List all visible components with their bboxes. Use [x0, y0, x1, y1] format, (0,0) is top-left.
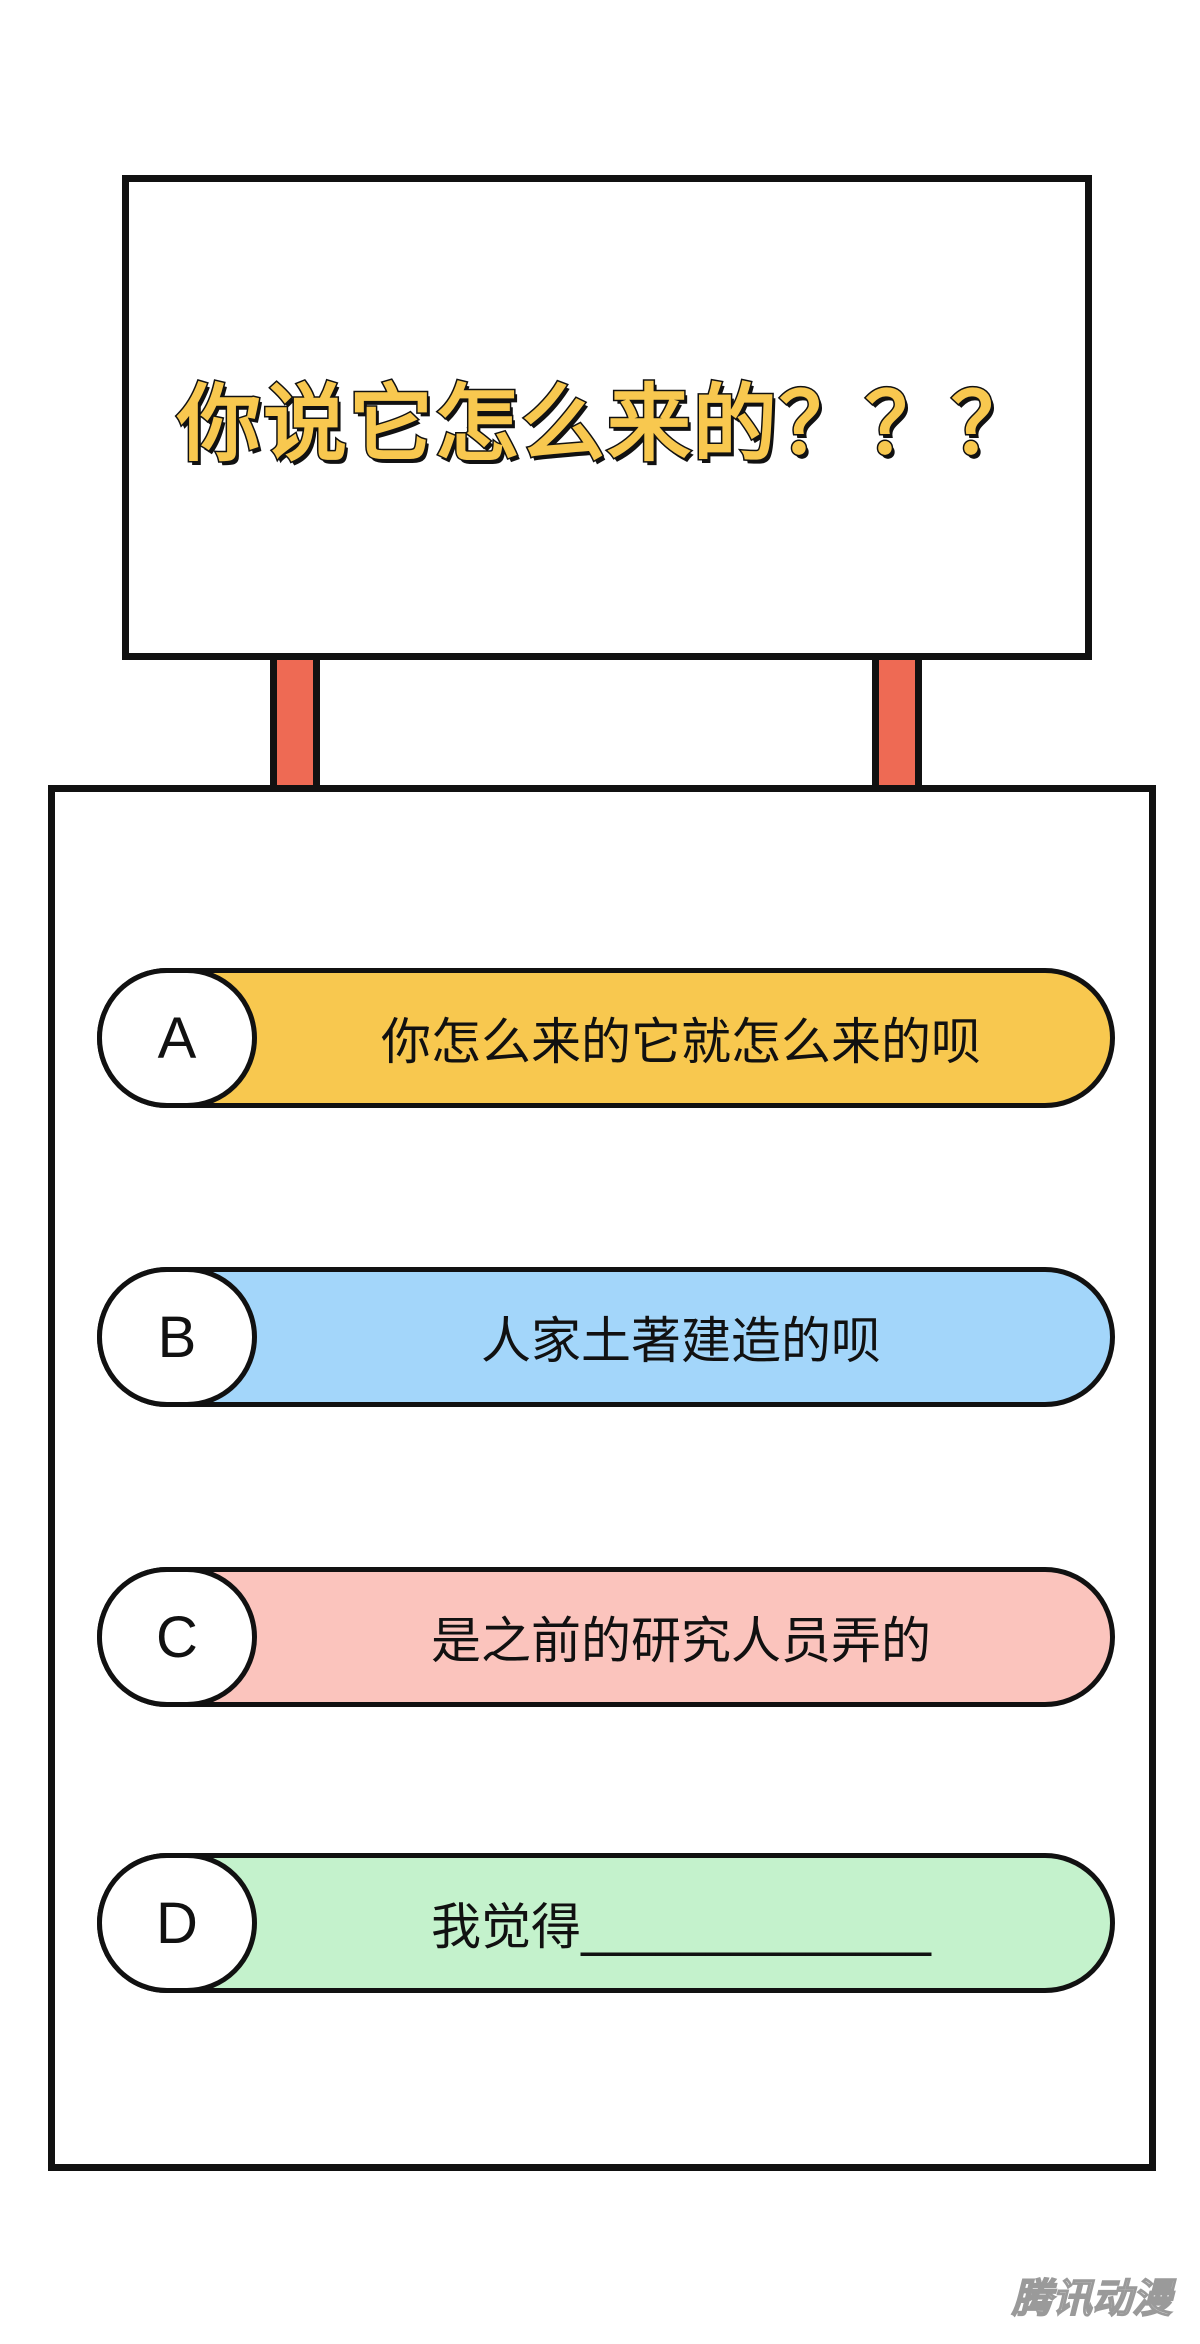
sign-post-left	[270, 660, 320, 788]
option-a[interactable]: 你怎么来的它就怎么来的呗 A	[97, 968, 1115, 1108]
option-a-badge[interactable]: A	[97, 968, 257, 1108]
option-d[interactable]: 我觉得______________ D	[97, 1853, 1115, 1993]
watermark-logo: 腾讯动漫	[1011, 2275, 1173, 2323]
option-c-letter: C	[156, 1604, 198, 1670]
option-b-bar[interactable]: 人家土著建造的呗	[97, 1267, 1115, 1407]
option-b-letter: B	[157, 1304, 197, 1370]
option-b-text: 人家土著建造的呗	[481, 1312, 881, 1370]
option-c-text: 是之前的研究人员弄的	[431, 1612, 931, 1670]
option-d-letter: D	[156, 1890, 198, 1956]
question-sign: 你说它怎么来的？？？	[122, 175, 1092, 660]
option-c-badge[interactable]: C	[97, 1567, 257, 1707]
sign-post-right	[872, 660, 922, 788]
option-d-text: 我觉得______________	[431, 1898, 931, 1956]
option-d-bar[interactable]: 我觉得______________	[97, 1853, 1115, 1993]
option-a-letter: A	[157, 1005, 197, 1071]
option-c[interactable]: 是之前的研究人员弄的 C	[97, 1567, 1115, 1707]
option-a-text: 你怎么来的它就怎么来的呗	[381, 1013, 981, 1071]
option-a-bar[interactable]: 你怎么来的它就怎么来的呗	[97, 968, 1115, 1108]
option-b[interactable]: 人家土著建造的呗 B	[97, 1267, 1115, 1407]
question-title: 你说它怎么来的？？？	[175, 374, 1037, 475]
option-d-badge[interactable]: D	[97, 1853, 257, 1993]
option-b-badge[interactable]: B	[97, 1267, 257, 1407]
option-c-bar[interactable]: 是之前的研究人员弄的	[97, 1567, 1115, 1707]
